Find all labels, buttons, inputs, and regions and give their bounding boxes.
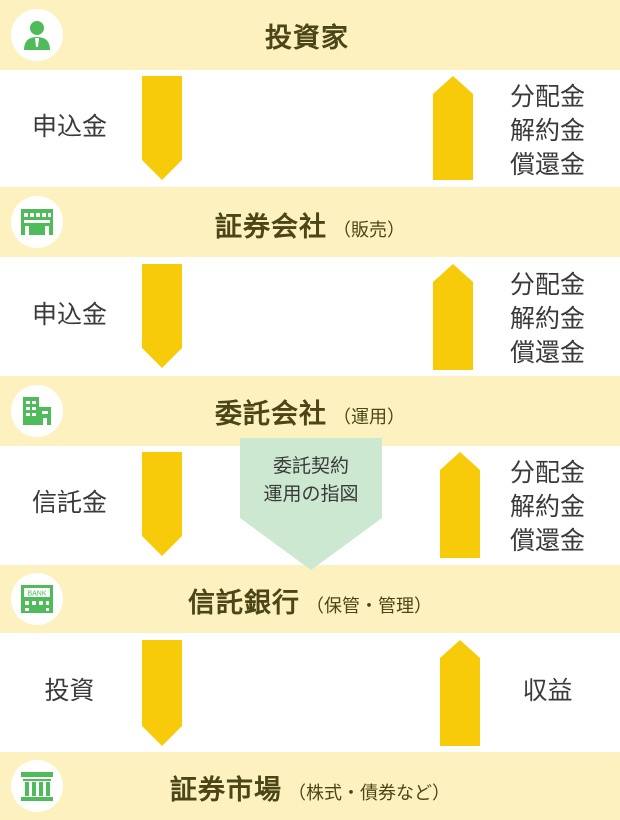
investor-person-icon <box>11 9 63 61</box>
contract-label: 委託契約 運用の指図 <box>263 455 359 505</box>
down-arrow <box>142 264 182 368</box>
securities-building-icon <box>11 196 63 248</box>
bank-icon-text: BANK <box>27 591 46 598</box>
down-arrow <box>142 76 182 180</box>
band-management-company: 委託会社（運用） <box>0 376 620 446</box>
market-pillar-icon <box>11 760 63 812</box>
down-arrow <box>142 640 182 746</box>
flow-right-label: 分配金 解約金 償還金 <box>509 270 585 367</box>
up-arrow <box>433 264 473 370</box>
band-title: 信託銀行（保管・管理） <box>188 588 432 619</box>
down-arrow <box>142 452 182 556</box>
band-investor: 投資家 <box>0 0 620 70</box>
flow-right-label: 分配金 解約金 償還金 <box>509 458 585 555</box>
band-title: 証券会社（販売） <box>215 212 405 243</box>
contract-arrow <box>240 438 382 570</box>
flow-left-label: 投資 <box>44 676 95 705</box>
flow-right-label: 収益 <box>522 676 573 705</box>
band-title: 委託会社（運用） <box>215 399 405 430</box>
band-trust-bank: BANK 信託銀行（保管・管理） <box>0 565 620 633</box>
band-title: 証券市場（株式・債券など） <box>170 775 450 806</box>
flow-left-label: 申込金 <box>31 112 107 141</box>
up-arrow <box>433 76 473 180</box>
flow-right-label: 分配金 解約金 償還金 <box>509 82 585 179</box>
up-arrow <box>440 640 480 746</box>
office-building-icon <box>11 385 63 437</box>
up-arrow <box>440 452 480 558</box>
band-securities-market: 証券市場（株式・債券など） <box>0 752 620 820</box>
flow-left-label: 信託金 <box>31 488 107 517</box>
band-title: 投資家 <box>265 23 349 54</box>
flow-left-label: 申込金 <box>31 300 107 329</box>
bank-icon: BANK <box>11 573 63 625</box>
band-securities-company: 証券会社（販売） <box>0 187 620 257</box>
